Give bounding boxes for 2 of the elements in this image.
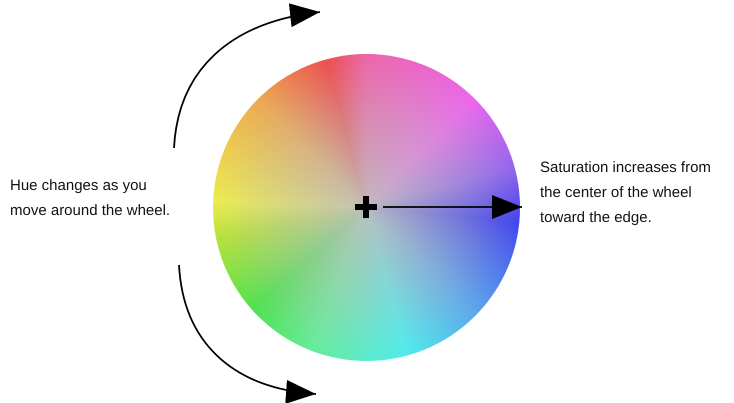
saturation-note: Saturation increases from the center of the wheel toward the edge. bbox=[540, 158, 712, 228]
hue-note: Hue changes as you move around the wheel. bbox=[10, 176, 172, 221]
